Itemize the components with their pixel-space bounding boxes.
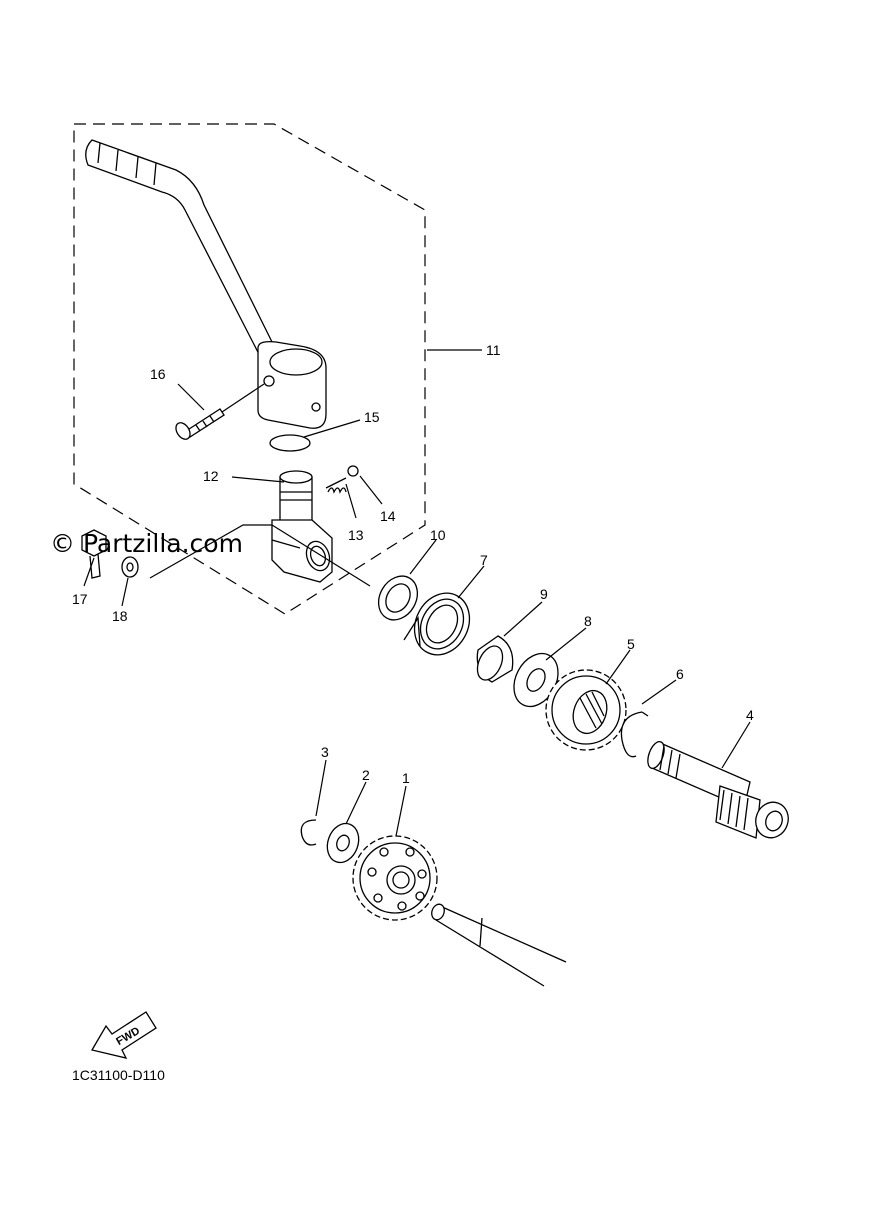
callout-9: 9 — [540, 586, 548, 602]
callout-15: 15 — [364, 409, 380, 425]
callout-17: 17 — [72, 591, 88, 607]
callout-2: 2 — [362, 767, 370, 783]
clip-3 — [300, 819, 317, 846]
callout-11: 11 — [486, 342, 501, 358]
callout-18: 18 — [112, 608, 128, 624]
washer-18 — [121, 556, 139, 578]
callout-16: 16 — [150, 366, 166, 382]
callout-1: 1 — [402, 770, 410, 786]
collar-9 — [476, 635, 514, 683]
idle-gear-1 — [352, 835, 438, 921]
spring-13 — [325, 477, 347, 494]
callout-4: 4 — [746, 707, 754, 723]
ball-14 — [347, 465, 359, 477]
fwd-arrow-icon: FWD — [90, 1011, 157, 1059]
kick-shaft-12 — [271, 470, 333, 583]
watermark-text: © Partzilla.com — [50, 529, 243, 558]
callout-12: 12 — [203, 468, 219, 484]
diagram-code: 1C31100-D110 — [72, 1067, 165, 1083]
kick-axle-4 — [647, 740, 789, 839]
ratchet-gear-5 — [545, 669, 627, 751]
callout-13: 13 — [348, 527, 364, 543]
callout-6: 6 — [676, 666, 684, 682]
bushing-10 — [377, 575, 419, 621]
o-ring-15 — [269, 434, 311, 452]
callout-labels: 11 15 16 12 13 14 10 7 9 8 5 6 4 3 2 1 1… — [72, 342, 754, 786]
callout-3: 3 — [321, 744, 329, 760]
circlip-6 — [620, 711, 649, 758]
callout-10: 10 — [430, 527, 446, 543]
callout-14: 14 — [380, 508, 396, 524]
callout-5: 5 — [627, 636, 635, 652]
callout-7: 7 — [480, 552, 488, 568]
shaft-ghost — [431, 903, 567, 987]
washer-18-hole — [126, 562, 134, 572]
kick-lever — [85, 139, 327, 429]
screw-16 — [175, 383, 265, 440]
bolt-leader — [149, 524, 272, 579]
washer-2 — [326, 822, 360, 864]
assembly-outline — [73, 123, 426, 615]
callout-8: 8 — [584, 613, 592, 629]
torsion-spring-7 — [403, 592, 471, 656]
leader-lines — [83, 349, 751, 837]
